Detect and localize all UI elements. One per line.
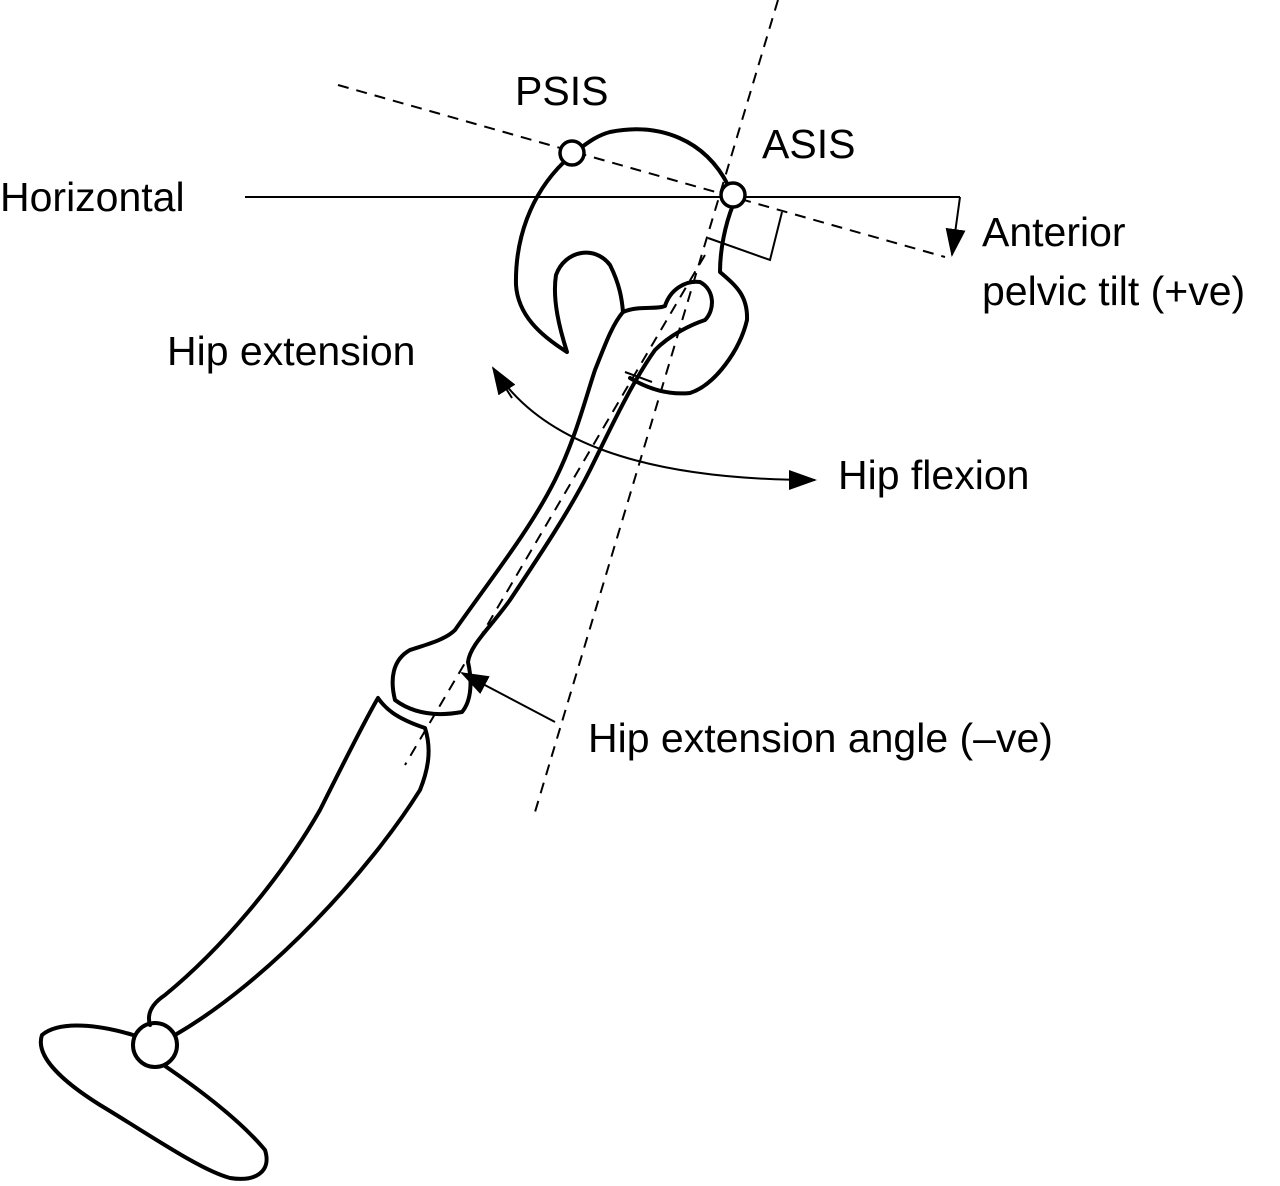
hip-extension-angle-arrow [460, 672, 556, 723]
anterior-pelvic-tilt-label-line1: Anterior [982, 209, 1126, 255]
pelvis-acetabulum-outline [628, 203, 750, 396]
horizontal-label: Horizontal [0, 174, 185, 220]
pelvic-tilt-arrow [945, 196, 966, 257]
pelvis-outline [513, 127, 730, 354]
femur-outline [390, 279, 714, 716]
pelvic-plane-dashed-line [337, 84, 946, 258]
ankle-joint [131, 1021, 179, 1069]
asis-label: ASIS [762, 121, 855, 167]
right-angle-marker [707, 211, 783, 262]
femur-neck-tick [624, 371, 653, 383]
psis-landmark [558, 139, 586, 167]
hip-extension-label: Hip extension [167, 328, 415, 374]
asis-landmark [719, 181, 747, 209]
anterior-pelvic-tilt-label-line2: pelvic tilt (+ve) [982, 268, 1245, 314]
tibia-outline [146, 696, 431, 1037]
hip-extension-angle-label: Hip extension angle (–ve) [588, 715, 1053, 761]
hip-flexion-label: Hip flexion [838, 452, 1029, 498]
hip-extension-arrowhead-guide [491, 366, 516, 399]
femur-axis-dashed-line [404, 254, 706, 766]
foot-outline [38, 1023, 269, 1181]
psis-label: PSIS [515, 68, 608, 114]
vertical-reference-dashed-line [534, 0, 779, 813]
hip-flexion-extension-arc-arrow [494, 369, 817, 490]
